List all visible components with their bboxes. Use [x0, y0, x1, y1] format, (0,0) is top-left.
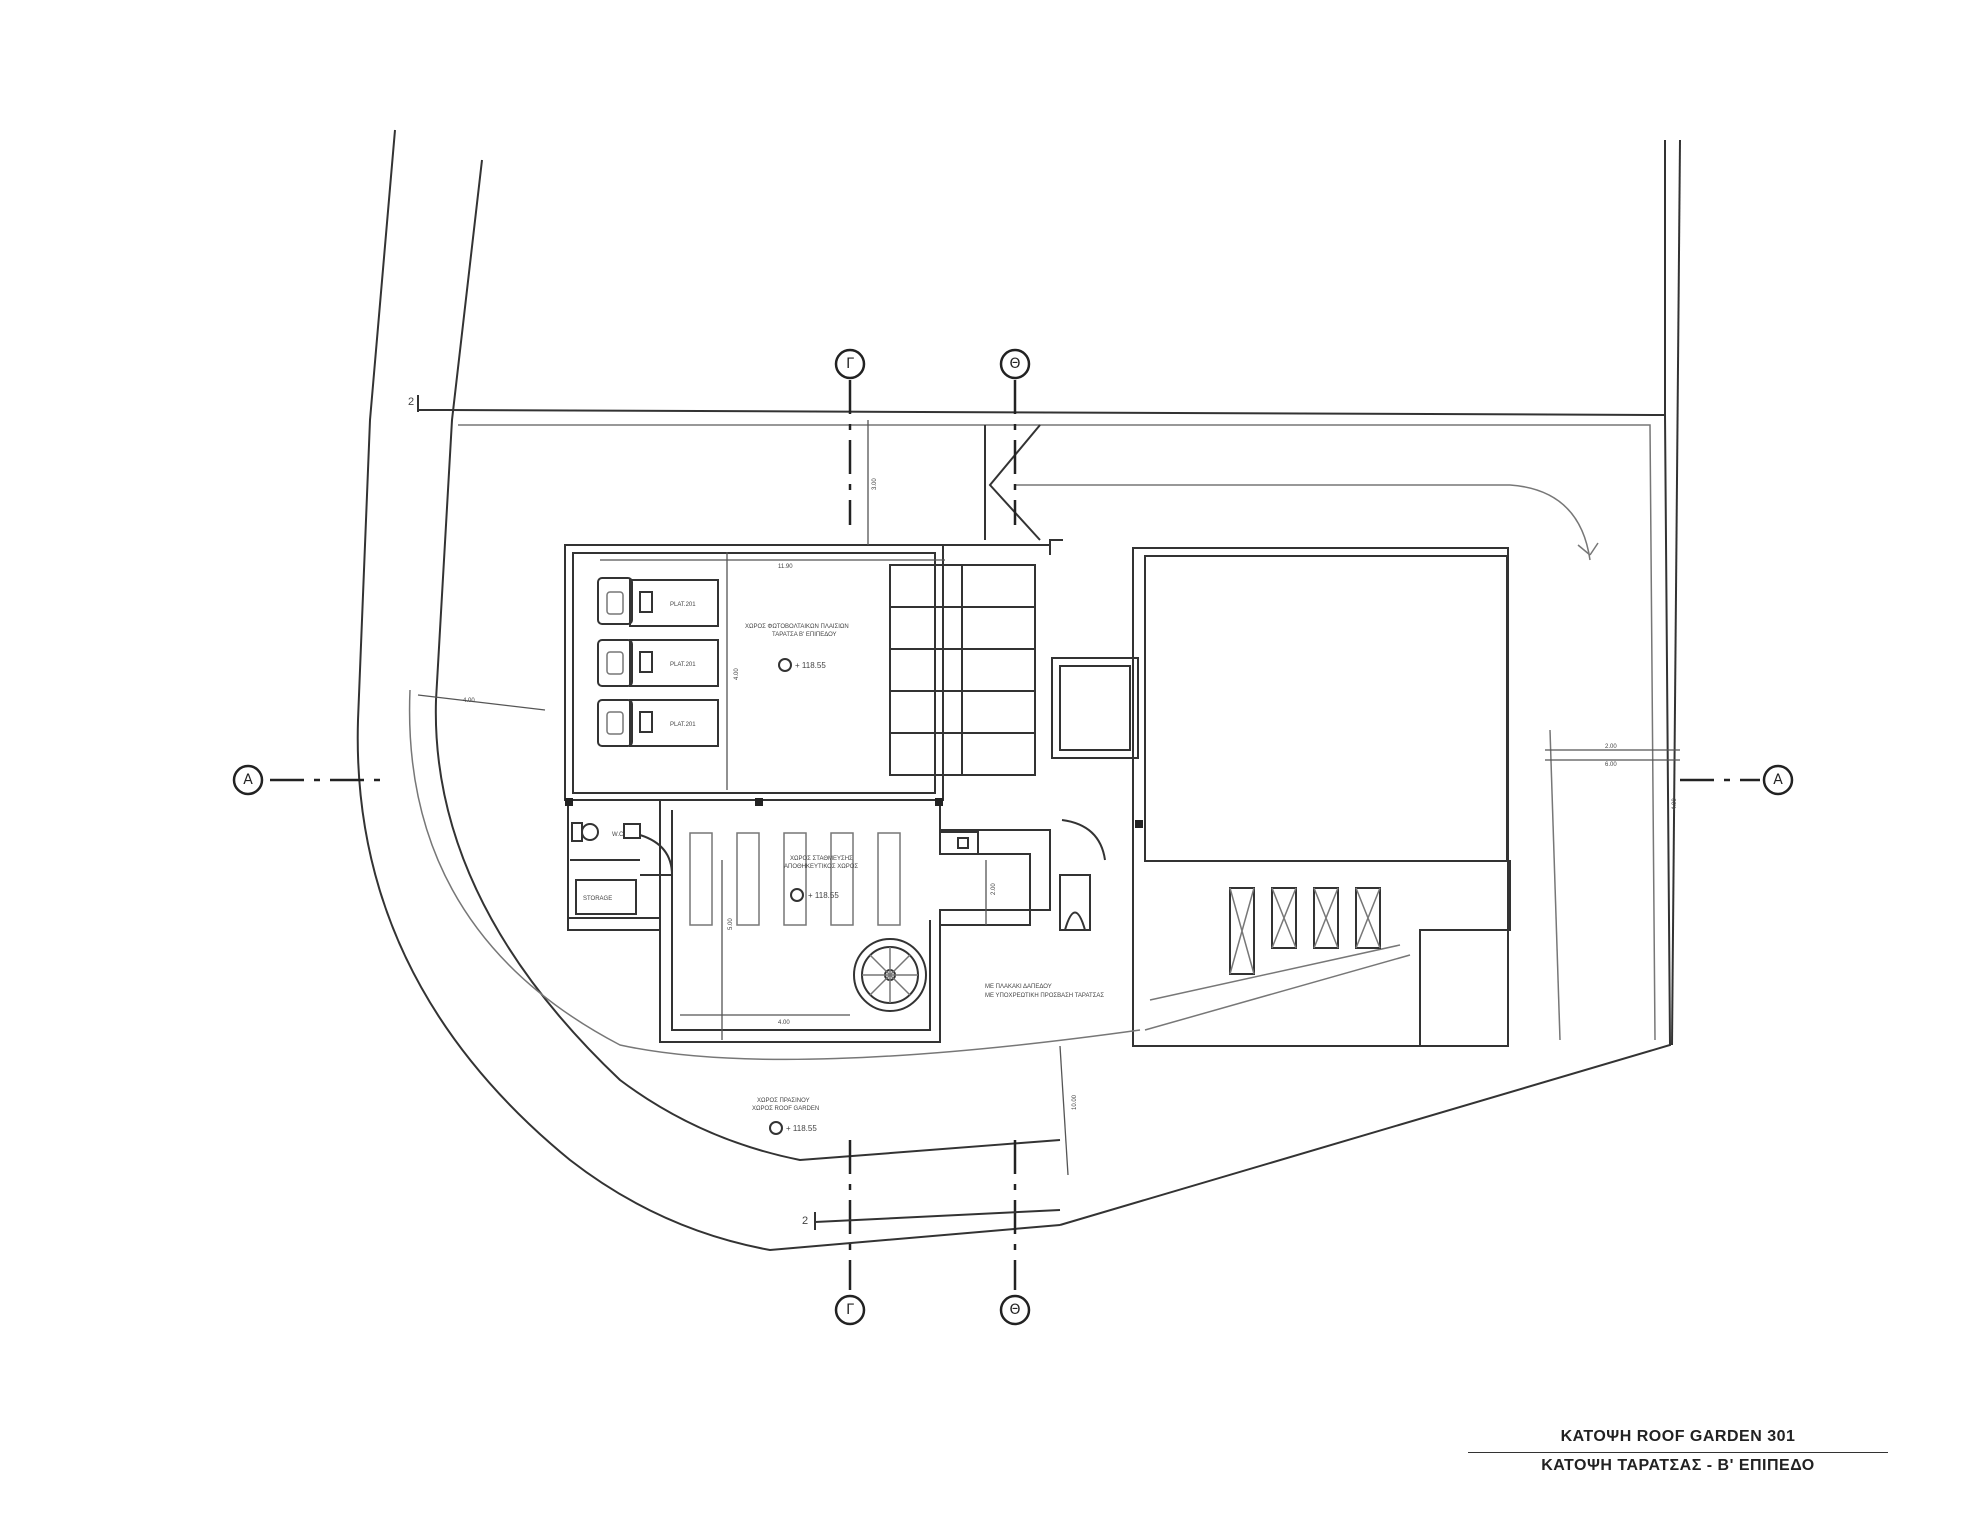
- svg-text:ΜΕ ΥΠΟΧΡΕΩΤΙΚΗ ΠΡΟΣΒΑΣΗ ΤΑΡΑΤΣ: ΜΕ ΥΠΟΧΡΕΩΤΙΚΗ ΠΡΟΣΒΑΣΗ ΤΑΡΑΤΣΑΣ: [985, 993, 1104, 999]
- svg-text:4.00: 4.00: [463, 698, 475, 704]
- spiral-staircase: [853, 938, 927, 1012]
- svg-text:3.00: 3.00: [872, 478, 878, 490]
- svg-text:2: 2: [408, 396, 414, 408]
- axis-bubble-th-top: Θ: [999, 348, 1031, 380]
- axis-bubble-a-right: Α: [1762, 764, 1794, 796]
- plat-label-2: PLAT.201: [670, 662, 696, 668]
- drawing-subtitle: ΚΑΤΟΨΗ ΤΑΡΑΤΣΑΣ - Β' ΕΠΙΠΕΔΟ: [1468, 1452, 1888, 1475]
- svg-text:ΧΩΡΟΣ ROOF GARDEN: ΧΩΡΟΣ ROOF GARDEN: [752, 1106, 819, 1112]
- svg-text:2.00: 2.00: [991, 883, 997, 895]
- skylights: [1229, 887, 1381, 975]
- svg-text:4.00: 4.00: [734, 668, 740, 680]
- axis-bubble-g-top: Γ: [834, 348, 866, 380]
- column-markers: [565, 798, 1143, 828]
- plat-label-1: PLAT.201: [670, 602, 696, 608]
- svg-text:2.00: 2.00: [1605, 744, 1617, 750]
- entrance-ramp: [984, 424, 1599, 561]
- service-rooms: W.C. STORAGE: [568, 819, 1106, 931]
- site-boundary: [356, 129, 1681, 1252]
- svg-text:Α: Α: [243, 772, 253, 788]
- svg-text:2: 2: [802, 1215, 808, 1227]
- roof-area-note: ΧΩΡΟΣ ΦΩΤΟΒΟΛΤΑΙΚΩΝ ΠΛΑΙΣΙΩΝ ΤΑΡΑΤΣΑ Β' …: [745, 624, 849, 672]
- garden-edge: [408, 689, 1561, 1061]
- svg-text:ΧΩΡΟΣ ΠΡΑΣΙΝΟΥ: ΧΩΡΟΣ ΠΡΑΣΙΝΟΥ: [757, 1098, 810, 1104]
- svg-text:+ 118.55: + 118.55: [786, 1124, 817, 1133]
- svg-text:ΤΑΡΑΤΣΑ Β' ΕΠΙΠΕΔΟΥ: ΤΑΡΑΤΣΑ Β' ΕΠΙΠΕΔΟΥ: [772, 632, 837, 638]
- axis-bubble-g-bottom: Γ: [834, 1294, 866, 1326]
- section-mark-bottom: 2: [802, 1209, 1061, 1230]
- drawing-title: ΚΑΤΟΨΗ ROOF GARDEN 301: [1560, 1428, 1796, 1445]
- svg-text:5.00: 5.00: [728, 918, 734, 930]
- svg-text:ΧΩΡΟΣ ΦΩΤΟΒΟΛΤΑΙΚΩΝ ΠΛΑΙΣΙΩΝ: ΧΩΡΟΣ ΦΩΤΟΒΟΛΤΑΙΚΩΝ ΠΛΑΙΣΙΩΝ: [745, 624, 849, 630]
- mid-area-note: ΧΩΡΟΣ ΣΤΑΘΜΕΥΣΗΣ ΑΠΟΘΗΚΕΥΤΙΚΟΣ ΧΩΡΟΣ + 1…: [784, 856, 858, 902]
- svg-text:ΧΩΡΟΣ ΣΤΑΘΜΕΥΣΗΣ: ΧΩΡΟΣ ΣΤΑΘΜΕΥΣΗΣ: [790, 856, 853, 862]
- storage-label: STORAGE: [583, 896, 612, 902]
- plat-units: PLAT.201 PLAT.201 PLAT.201: [597, 577, 719, 747]
- svg-text:4.00: 4.00: [1672, 798, 1678, 810]
- garden-note: ΧΩΡΟΣ ΠΡΑΣΙΝΟΥ ΧΩΡΟΣ ROOF GARDEN + 118.5…: [752, 1098, 819, 1135]
- plat-label-3: PLAT.201: [670, 722, 696, 728]
- solar-panel-grid: [889, 564, 1036, 776]
- svg-text:Α: Α: [1773, 772, 1783, 788]
- svg-text:ΜΕ ΠΛΑΚΑΚΙ ΔΑΠΕΔΟΥ: ΜΕ ΠΛΑΚΑΚΙ ΔΑΠΕΔΟΥ: [985, 984, 1052, 990]
- svg-text:10.00: 10.00: [1072, 1094, 1078, 1110]
- svg-text:Θ: Θ: [1009, 1302, 1020, 1318]
- svg-text:+ 118.55: + 118.55: [795, 661, 826, 670]
- dimension-lines: 3.00 11.90 4.00 4.00 2.00 5.00 4.00 10.0…: [417, 420, 1680, 1176]
- axis-bubble-th-bottom: Θ: [999, 1294, 1031, 1326]
- section-mark-top: 2: [408, 395, 445, 412]
- access-note: ΜΕ ΠΛΑΚΑΚΙ ΔΑΠΕΔΟΥ ΜΕ ΥΠΟΧΡΕΩΤΙΚΗ ΠΡΟΣΒΑ…: [985, 984, 1104, 999]
- axis-bubble-a-left: Α: [232, 764, 264, 796]
- wc-label: W.C.: [612, 832, 625, 838]
- building-outline: [564, 539, 1511, 1047]
- svg-text:4.00: 4.00: [778, 1020, 790, 1026]
- svg-text:6.00: 6.00: [1605, 762, 1617, 768]
- grid-axes: [270, 380, 1760, 1290]
- svg-text:ΑΠΟΘΗΚΕΥΤΙΚΟΣ ΧΩΡΟΣ: ΑΠΟΘΗΚΕΥΤΙΚΟΣ ΧΩΡΟΣ: [784, 864, 858, 870]
- svg-text:Γ: Γ: [846, 356, 854, 372]
- svg-text:11.90: 11.90: [778, 564, 793, 570]
- svg-text:Γ: Γ: [846, 1302, 854, 1318]
- svg-text:+ 118.55: + 118.55: [808, 891, 839, 900]
- svg-text:Θ: Θ: [1009, 356, 1020, 372]
